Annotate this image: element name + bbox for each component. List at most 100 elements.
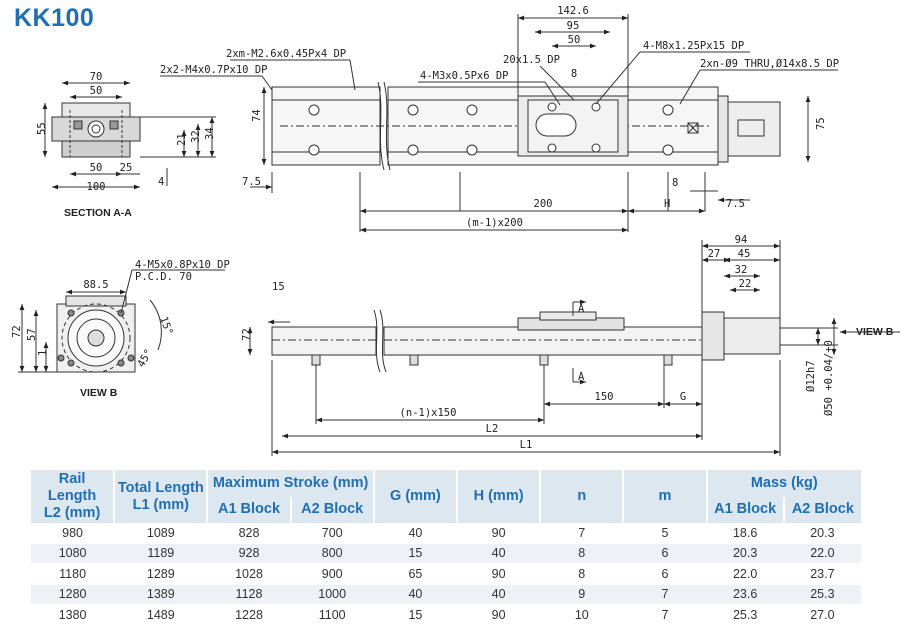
cell-stroke-a1: 1028	[207, 563, 291, 585]
header-h: H (mm)	[455, 470, 541, 523]
cell-total-length: 1189	[114, 543, 208, 564]
cell-mass-a1: 22.0	[706, 563, 784, 585]
dim-d50: Ø50 +0.04/+0	[823, 340, 835, 416]
cell-stroke-a2: 900	[290, 563, 374, 585]
dim-150: 150	[595, 391, 614, 403]
note-m2-6-tap: 2xm-M2.6x0.45Px4 DP	[226, 48, 346, 60]
table-row: 1380 1489 1228 1100 15 90 10 7 25.3 27.0	[31, 604, 861, 626]
dim-57: 57	[26, 328, 38, 341]
dim-4: 4	[158, 176, 164, 188]
cell-g: 40	[373, 523, 457, 544]
view-b-labels: 88.5 72 57 1 15° 45° 4-M5x0.8Px10 DP P.C…	[11, 259, 230, 399]
dim-m-minus-1-x200: (m-1)x200	[466, 217, 523, 229]
table-row: 1080 1189 928 800 15 40 8 6 20.3 22.0	[31, 543, 861, 564]
cell-h: 40	[456, 543, 541, 564]
dim-n-minus-1-x150: (n-1)x150	[400, 407, 457, 419]
cell-m: 7	[623, 604, 707, 626]
dim-32-side: 32	[735, 264, 748, 276]
cell-m: 6	[623, 543, 707, 564]
dim-32: 32	[190, 130, 202, 143]
cell-mass-a2: 27.0	[783, 604, 861, 626]
section-a-a-caption: SECTION A-A	[64, 207, 132, 219]
cell-mass-a2: 23.7	[783, 563, 861, 585]
side-view	[247, 240, 900, 456]
dim-34: 34	[204, 127, 216, 140]
cell-n: 8	[540, 543, 624, 564]
page-title: KK100	[14, 4, 95, 32]
dim-100: 100	[87, 181, 106, 193]
cell-g: 40	[373, 584, 457, 605]
dim-72-side: 72	[241, 328, 253, 341]
dim-200: 200	[534, 198, 553, 210]
view-b	[18, 269, 225, 373]
dim-d12h7: Ø12h7	[805, 360, 817, 392]
cell-total-length: 1289	[114, 563, 208, 585]
cell-stroke-a2: 1100	[290, 604, 374, 626]
dim-27: 27	[708, 248, 721, 260]
note-20x1-5-dp: 20x1.5 DP	[503, 54, 560, 66]
dim-21: 21	[176, 133, 188, 146]
dim-94: 94	[735, 234, 748, 246]
cell-mass-a1: 20.3	[706, 543, 784, 564]
cell-n: 7	[540, 523, 624, 544]
header-g: G (mm)	[372, 470, 457, 523]
cell-rail-length: 1080	[31, 543, 115, 564]
cell-m: 5	[623, 523, 707, 544]
cell-mass-a2: 25.3	[783, 584, 861, 605]
cell-h: 90	[456, 523, 541, 544]
angle-15: 15°	[157, 315, 175, 337]
dim-L2: L2	[486, 423, 499, 435]
cell-mass-a1: 18.6	[706, 523, 784, 544]
dim-55: 55	[36, 122, 48, 135]
note-m4-tap: 2x2-M4x0.7Px10 DP	[160, 64, 267, 76]
dim-8-top: 8	[571, 68, 577, 80]
header-rail-length: Rail Length L2 (mm)	[31, 470, 115, 523]
note-pcd-70: P.C.D. 70	[135, 271, 192, 283]
section-a-a-labels: 70 50 50 25 100 55 21 32 34 4 SECTION A-…	[36, 71, 216, 219]
cell-h: 40	[456, 584, 541, 605]
dim-7-5-left: 7.5	[242, 176, 261, 188]
header-total-length-label: Total Length	[117, 479, 204, 496]
cell-h: 90	[456, 563, 541, 585]
dim-1: 1	[37, 350, 49, 356]
header-m: m	[622, 470, 707, 523]
spec-table: Rail Length L2 (mm) Total Length L1 (mm)…	[31, 470, 861, 626]
cell-rail-length: 1180	[31, 563, 115, 585]
dim-142-6: 142.6	[557, 5, 589, 17]
top-view	[160, 14, 838, 233]
cell-h: 90	[456, 604, 541, 626]
dim-G: G	[680, 391, 686, 403]
cell-n: 8	[540, 563, 624, 585]
dim-15: 15	[272, 281, 285, 293]
technical-drawing: 70 50 50 25 100 55 21 32 34 4 SECTION A-…	[11, 5, 900, 456]
header-stroke-a2: A2 Block	[289, 496, 374, 523]
dim-50: 50	[90, 85, 103, 97]
cell-m: 6	[623, 563, 707, 585]
header-mass: Mass (kg)	[705, 470, 861, 497]
section-a-a	[42, 80, 216, 190]
header-total-length-unit: L1 (mm)	[132, 496, 189, 513]
dim-74: 74	[251, 109, 263, 122]
cell-stroke-a2: 1000	[290, 584, 374, 605]
section-marker-a-bottom: A	[578, 371, 585, 383]
cell-mass-a2: 20.3	[783, 523, 861, 544]
view-b-caption: VIEW B	[80, 387, 118, 399]
cell-stroke-a2: 800	[290, 543, 374, 564]
cell-m: 7	[623, 584, 707, 605]
view-b-arrow-label: VIEW B	[856, 326, 894, 338]
dim-22: 22	[739, 278, 752, 290]
dim-95: 95	[567, 20, 580, 32]
header-total-length: Total Length L1 (mm)	[113, 470, 208, 523]
cell-mass-a1: 23.6	[706, 584, 784, 605]
header-rail-length-unit: L2 (mm)	[43, 505, 101, 521]
section-marker-a-top: A	[578, 303, 585, 315]
cell-total-length: 1089	[114, 523, 208, 544]
dim-50-bottom: 50	[90, 162, 103, 174]
dim-8-right: 8	[672, 177, 678, 189]
dim-70: 70	[90, 71, 103, 83]
cell-stroke-a1: 928	[207, 543, 291, 564]
cell-g: 65	[373, 563, 457, 585]
header-max-stroke: Maximum Stroke (mm)	[206, 470, 374, 497]
cell-stroke-a1: 1228	[207, 604, 291, 626]
header-mass-a1: A1 Block	[705, 496, 784, 523]
